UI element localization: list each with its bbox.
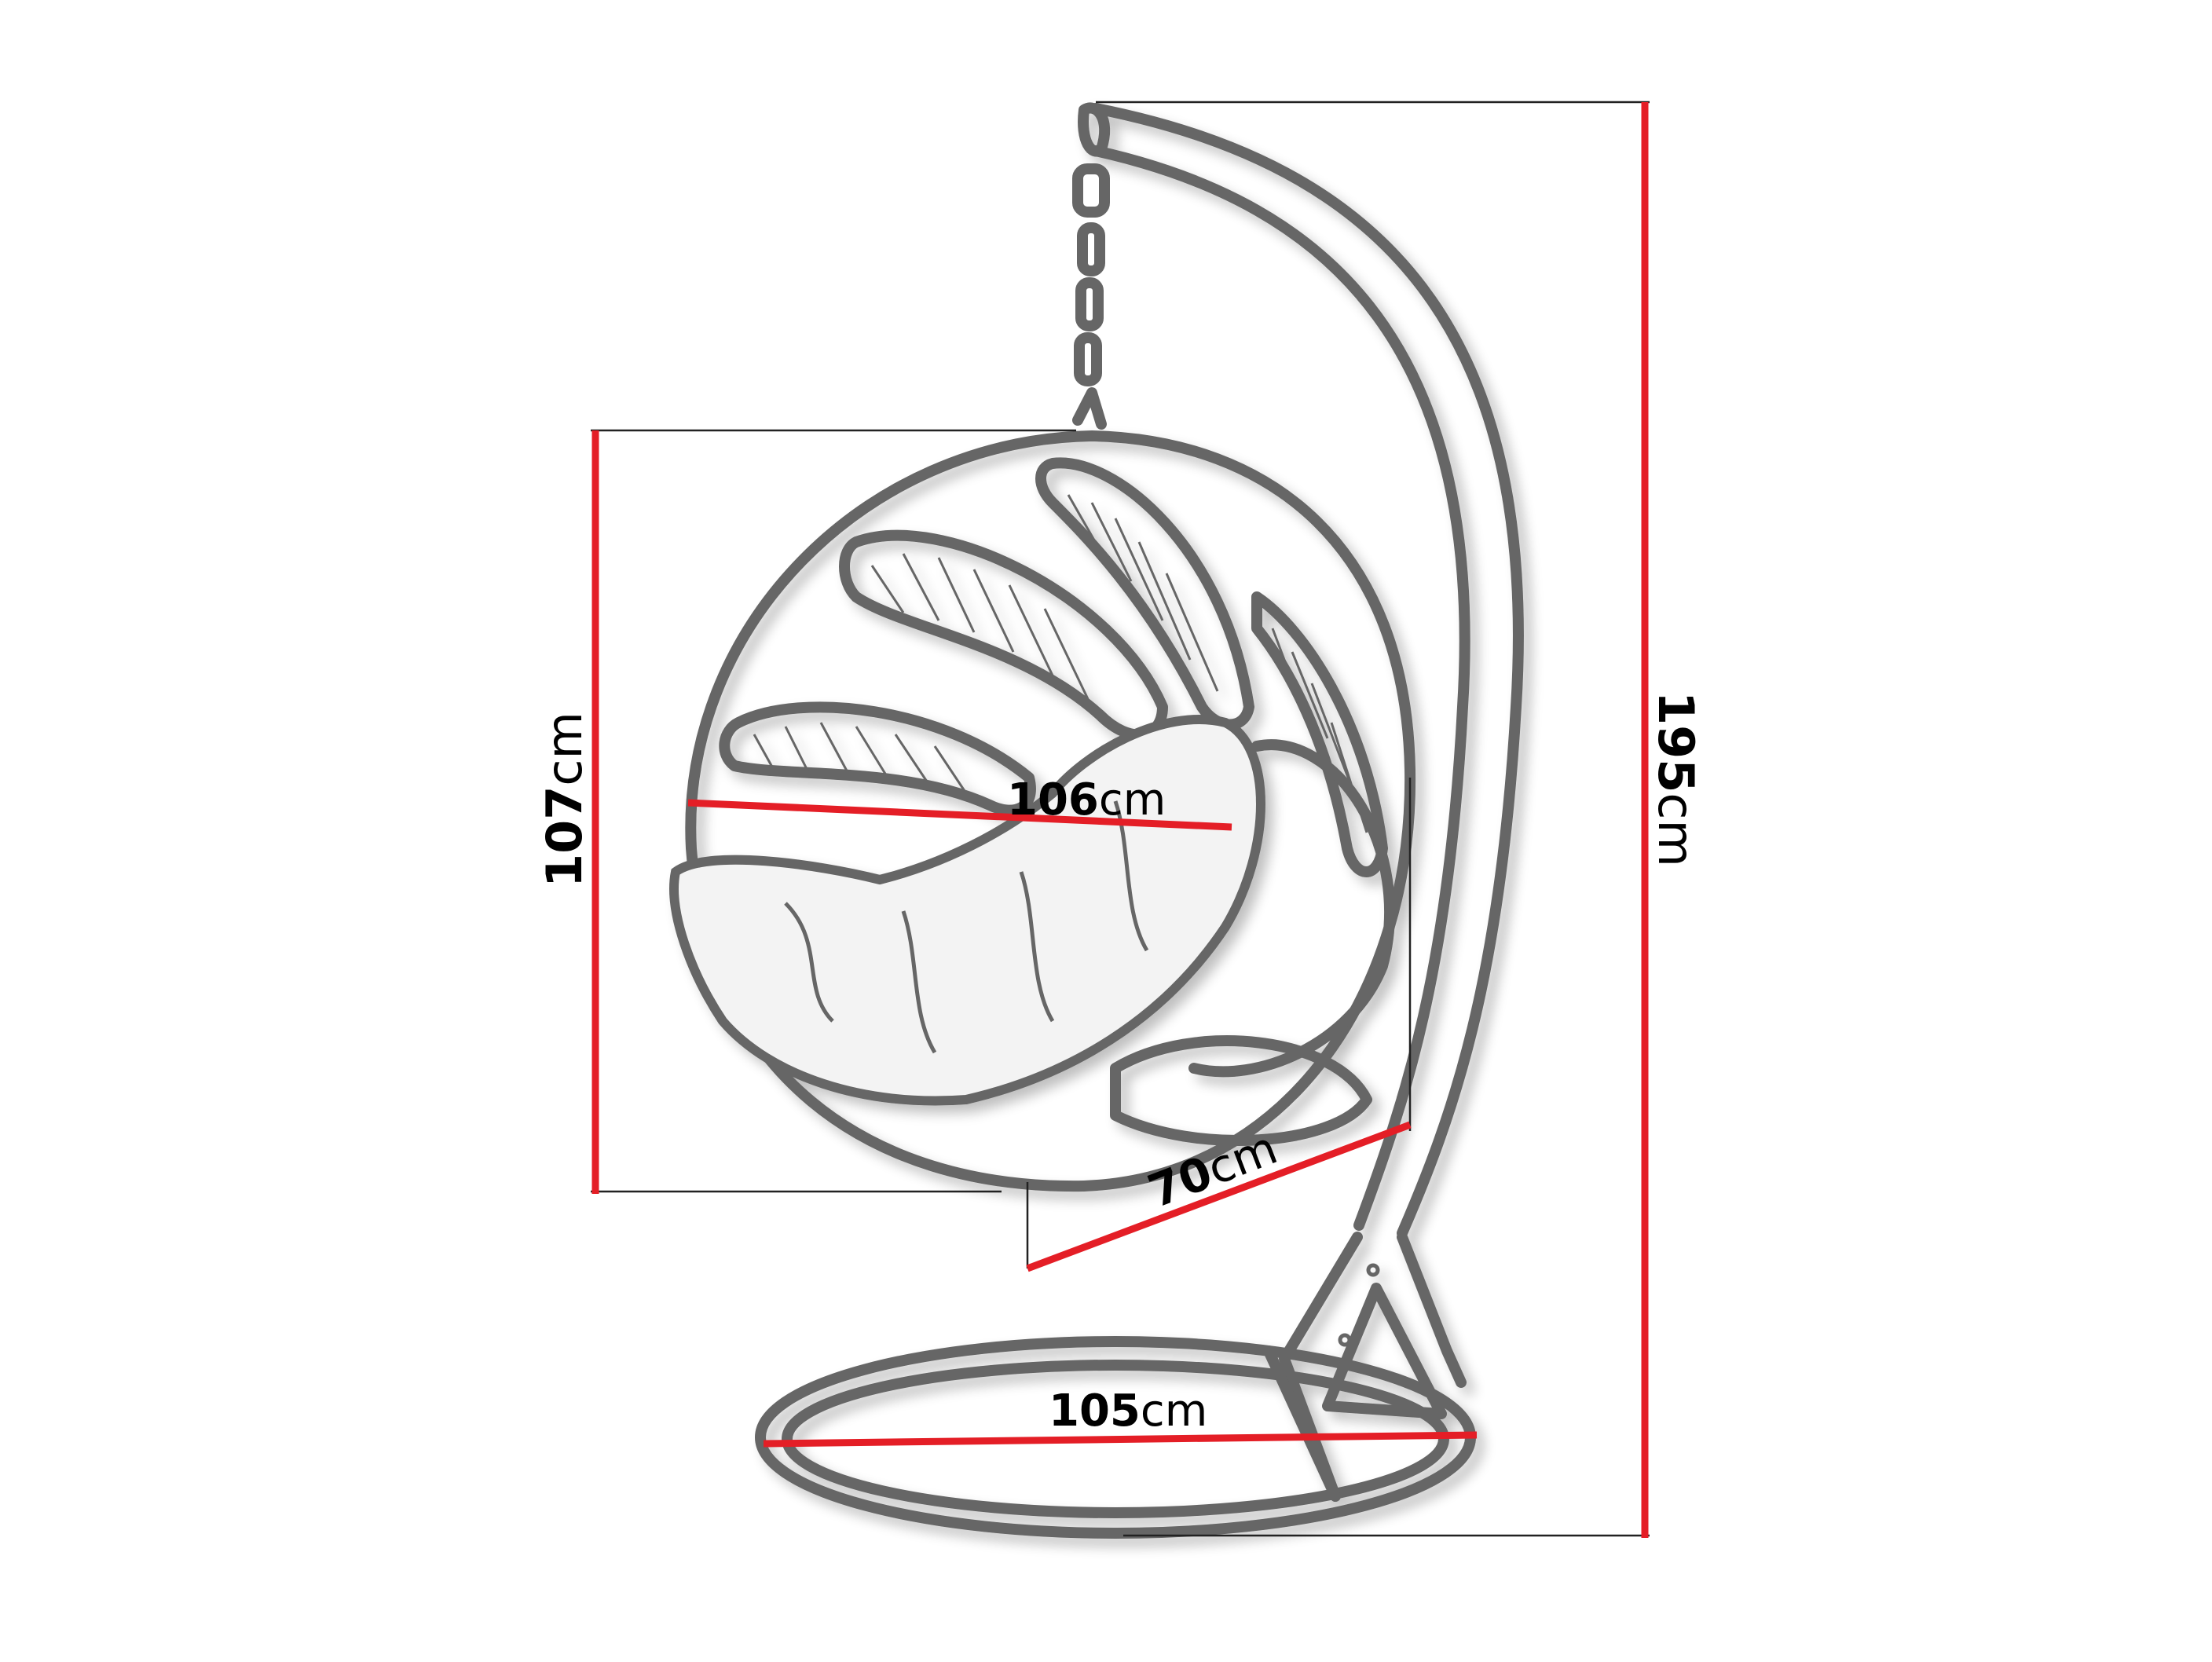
label-base-diameter: 105cm (1049, 1386, 1207, 1437)
slat-3 (719, 701, 1036, 816)
band-right (1188, 739, 1395, 1078)
chain-clasp (1072, 387, 1107, 430)
extension-lines (591, 101, 1650, 1537)
dim-line-base-diameter (763, 1431, 1478, 1448)
swivel-hook (1072, 163, 1110, 218)
label-basket-width: 106cm (1007, 774, 1166, 826)
chain-link (1075, 277, 1104, 331)
dimension-lines (591, 102, 1649, 1538)
hanging-chain (1072, 163, 1110, 430)
stand-arm-outer (1090, 103, 1524, 1239)
label-basket-height: 107cm (536, 712, 593, 888)
wicker-hatching (753, 494, 1368, 833)
leg-rear (1397, 1232, 1467, 1388)
band-lower (1110, 1035, 1372, 1146)
label-total-height: 195cm (1647, 691, 1705, 867)
bolt-hole (1366, 1263, 1380, 1277)
slat-2 (1035, 457, 1254, 730)
bolt-hole (1338, 1333, 1352, 1347)
basket-outer-ring (685, 430, 1416, 1192)
stand-frame (755, 102, 1524, 1539)
egg-basket (669, 430, 1416, 1192)
chain-link (1077, 222, 1105, 276)
chain-link (1074, 332, 1102, 386)
leg-foot (1263, 1345, 1341, 1502)
arm-cap (1078, 102, 1111, 157)
slat-1 (839, 529, 1168, 741)
slat-4 (1251, 591, 1388, 877)
dim-line-basket-width (687, 799, 1232, 831)
dim-line-basket-depth (1026, 1121, 1412, 1272)
cushion-tufting (784, 800, 1149, 1054)
stand-arm-inner (1090, 145, 1470, 1231)
leg-brace (1322, 1283, 1447, 1419)
